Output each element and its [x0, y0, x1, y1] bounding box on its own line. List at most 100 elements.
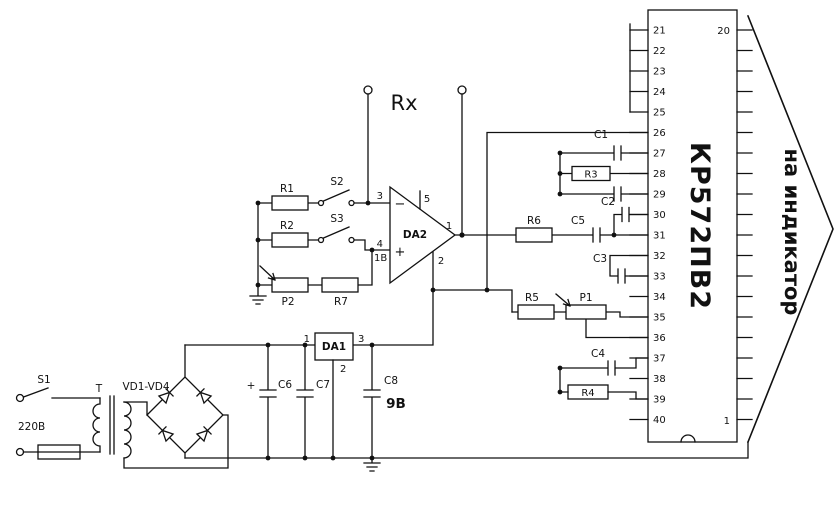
adc-analog-network: R6 C5 C2 C1 R3 C3 R5 P1 C4 R4 — [454, 129, 649, 400]
transformer-core — [109, 395, 115, 455]
opamp-noninverting-sign: + — [395, 245, 406, 260]
ic-pin-number: 29 — [653, 190, 666, 201]
potentiometer-p2 — [271, 277, 309, 293]
pin26-wire — [486, 131, 649, 291]
ic-pin-number: 40 — [653, 415, 666, 426]
opamp-da2: Rx 5 3 − 4 + 1В DA2 1 2 — [363, 85, 467, 285]
resistor-r6 — [515, 227, 553, 243]
s3-label: S3 — [330, 213, 343, 225]
cap-c8 — [363, 344, 381, 459]
ic-pin-number: 21 — [653, 26, 666, 37]
input-network: R1 S2 R2 S3 P2 R7 — [249, 176, 391, 308]
adc-ic: КР572ПВ2 20 1 21 22 23 24 25 26 27 28 29… — [629, 9, 753, 443]
secondary-lead-bottom — [123, 414, 229, 469]
c6-plus-sign: + — [247, 380, 256, 392]
switch-s2-contact — [317, 199, 325, 207]
ic-pin20-number: 20 — [717, 26, 730, 37]
resistor-r3 — [571, 165, 611, 182]
cap-c4 — [559, 357, 649, 376]
da1-pin2: 2 — [340, 364, 346, 375]
c3-label: C3 — [593, 253, 607, 265]
ic-right-pin-stubs — [736, 29, 753, 421]
rx-probe-terminal-left — [363, 85, 373, 95]
r2-label: R2 — [280, 220, 294, 232]
da1-label: DA1 — [322, 341, 346, 353]
cap-c6 — [259, 344, 277, 459]
resistor-r1 — [271, 195, 309, 211]
switch-s3-contact — [348, 236, 355, 244]
r7-label: R7 — [334, 296, 348, 308]
switch-s1-blade — [22, 387, 49, 398]
primary-winding — [92, 397, 101, 453]
diode-icon — [195, 426, 212, 443]
opamp-inverting-sign: − — [395, 197, 406, 212]
c7-label: C7 — [316, 379, 330, 391]
c5-label: C5 — [571, 215, 585, 227]
c8-label: C8 — [384, 375, 398, 387]
ic-pin-number: 28 — [653, 169, 666, 180]
ic-name: КР572ПВ2 — [684, 142, 715, 310]
switch-s2-blade — [322, 189, 350, 202]
opamp-pin2-number: 2 — [438, 256, 444, 267]
cap-c3 — [609, 254, 649, 284]
rx-label: Rx — [390, 91, 417, 115]
r5-label: R5 — [525, 292, 539, 304]
ic-pin-number: 27 — [653, 149, 666, 160]
output-row-r6-c5 — [454, 227, 649, 243]
c4-label: C4 — [591, 348, 605, 360]
ic-left-pin-stubs — [629, 29, 649, 421]
ic-pin1-number: 1 — [724, 416, 730, 427]
c6-label: C6 — [278, 379, 292, 391]
ic-body — [647, 9, 738, 443]
c2-label: C2 — [601, 196, 615, 208]
p2-wiper-arrow-icon — [259, 265, 276, 281]
switch-s3-contact — [317, 236, 325, 244]
switch-s1-label: S1 — [37, 374, 50, 386]
c8-voltage-label: 9В — [386, 396, 406, 412]
p1-wiper-arrow-icon — [555, 293, 571, 307]
regulator-da1-body — [314, 332, 354, 361]
da1-pin1: 1 — [304, 334, 310, 345]
resistor-r7 — [321, 277, 359, 293]
r6-label: R6 — [527, 215, 541, 227]
ic-pin-number: 36 — [653, 333, 666, 344]
p1-label: P1 — [579, 292, 592, 304]
ground-icon — [363, 457, 381, 472]
r3-label: R3 — [584, 170, 597, 181]
da1-pin3: 3 — [358, 334, 364, 345]
secondary-lead-top — [123, 401, 148, 416]
r5-p1-row-wire — [511, 311, 649, 339]
ic-pin-number: 25 — [653, 108, 666, 119]
ic-pin-number: 32 — [653, 251, 666, 262]
resistor-r5 — [517, 304, 555, 320]
indicator-label: на индикатор — [780, 149, 804, 316]
rx-probe-wires — [367, 93, 463, 236]
bridge-label: VD1-VD4 — [122, 381, 169, 393]
integrator-return-wire — [432, 289, 513, 313]
rx-probe-terminal-right — [457, 85, 467, 95]
mains-terminal-top — [15, 393, 25, 403]
ic-pin-number: 33 — [653, 272, 666, 283]
opamp-triangle — [389, 185, 457, 285]
diode-icon — [196, 388, 213, 405]
ic-pin-number: 26 — [653, 128, 666, 139]
secondary-winding — [123, 401, 132, 459]
s2-label: S2 — [330, 176, 343, 188]
diode-icon — [158, 426, 175, 443]
mains-terminal-bottom — [15, 447, 25, 457]
ic-pin-number: 31 — [653, 231, 666, 242]
ic-pin-number: 30 — [653, 210, 666, 221]
da2-label: DA2 — [403, 229, 427, 241]
r1-label: R1 — [280, 183, 294, 195]
transformer: T — [92, 383, 229, 469]
p2-label: P2 — [281, 296, 294, 308]
opamp-pin4-number: 4 — [377, 239, 383, 250]
diode-icon — [157, 388, 174, 405]
bridge-diamond — [146, 376, 224, 454]
plus-rail — [184, 250, 434, 346]
indicator-arrow: на индикатор — [746, 14, 834, 444]
cap-c7 — [296, 344, 314, 459]
bridge-rectifier: VD1-VD4 — [122, 344, 224, 459]
opamp-pin3-number: 3 — [377, 191, 383, 202]
